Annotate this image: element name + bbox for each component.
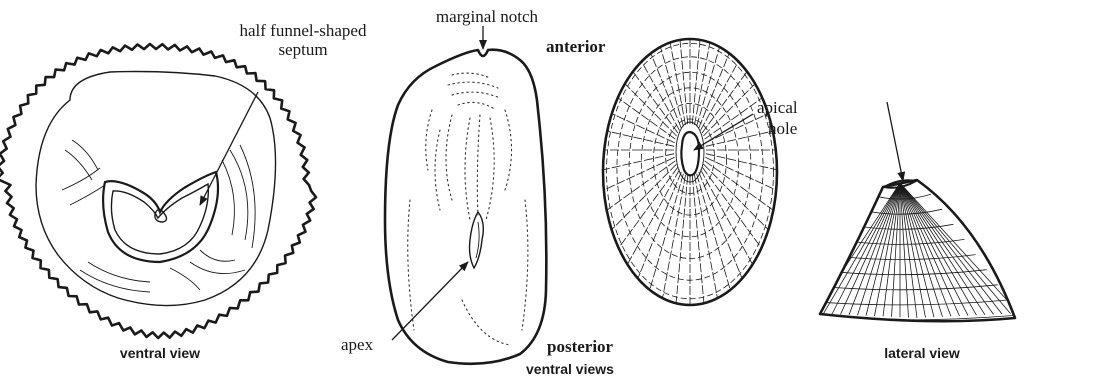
marginal-notch-label: marginal notch: [436, 7, 539, 26]
conical-shell-lateral-figure: lateral view: [780, 102, 1020, 361]
septum-label-line1: half funnel-shaped: [240, 21, 367, 40]
round-shell-ventral-figure: half funnel-shaped septum ventral view: [0, 21, 367, 361]
round-shell-serrated-margin: [0, 44, 316, 338]
oval-shell-figure: apical hole: [570, 0, 810, 340]
caption-lateral-view: lateral view: [884, 345, 960, 361]
caption-ventral-view: ventral view: [120, 345, 200, 361]
posterior-label: posterior: [547, 337, 614, 356]
lateral-hole-leader-arrow: [887, 102, 903, 181]
apical-hole-label-line2: hole: [768, 119, 797, 138]
caption-ventral-views: ventral views: [526, 361, 614, 377]
anterior-label: anterior: [546, 37, 606, 56]
apex-label: apex: [341, 335, 374, 354]
elongated-shell-ventral-figure: marginal notch anterior apex posterior v…: [341, 7, 614, 377]
septum-label-line2: septum: [278, 40, 327, 59]
apical-hole-label-line1: apical: [757, 98, 798, 117]
